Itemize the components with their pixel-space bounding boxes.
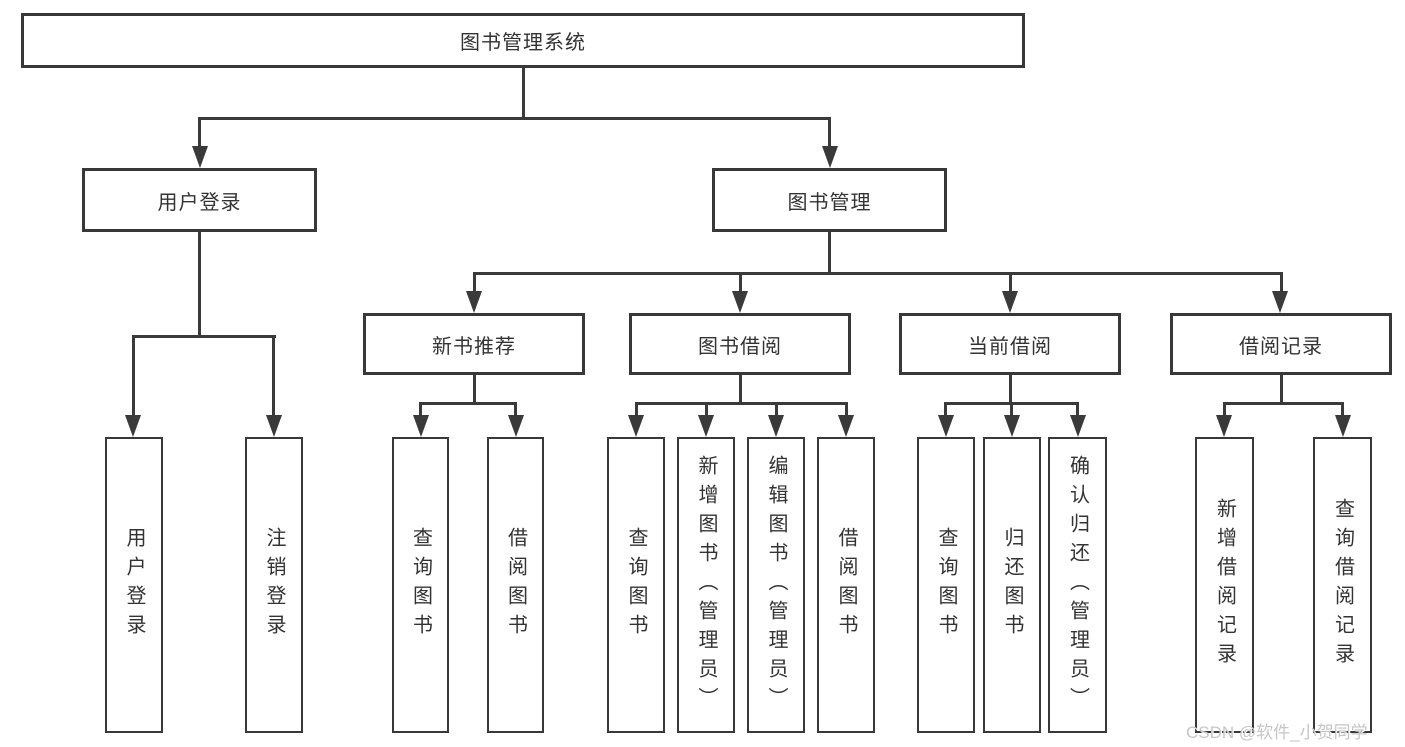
connector-line: [634, 402, 638, 417]
connector-line: [198, 117, 831, 120]
connector-line: [738, 375, 742, 404]
connector-line: [1279, 272, 1283, 293]
leaf-label: 新增图书（管理员）: [695, 454, 717, 716]
leaf-label: 查询图书: [625, 527, 647, 643]
arrowhead-down-icon: [698, 415, 714, 437]
node-label: 图书管理: [787, 191, 872, 214]
node-user-login: 用户登录: [82, 168, 317, 232]
leaf-label: 查询图书: [935, 527, 957, 643]
leaf-user-login: 用户登录: [105, 437, 163, 733]
arrowhead-down-icon: [1002, 291, 1018, 313]
connector-line: [774, 402, 778, 417]
leaf-label: 查询图书: [409, 527, 432, 643]
arrowhead-down-icon: [125, 415, 141, 437]
leaf-add-borrow-record: 新增借阅记录: [1195, 437, 1254, 733]
arrowhead-down-icon: [628, 415, 644, 437]
connector-line: [521, 68, 525, 119]
arrowhead-down-icon: [507, 415, 524, 437]
connector-line: [472, 272, 1283, 275]
connector-line: [828, 232, 831, 275]
leaf-label: 查询借阅记录: [1331, 498, 1354, 672]
arrowhead-down-icon: [1272, 291, 1288, 313]
leaf-logout: 注销登录: [245, 437, 303, 733]
connector-line: [634, 402, 848, 405]
connector-line: [1222, 402, 1226, 417]
leaf-edit-books-admin: 编辑图书（管理员）: [747, 437, 805, 733]
leaf-label: 用户登录: [123, 527, 145, 643]
connector-line: [1010, 402, 1013, 417]
arrowhead-down-icon: [937, 415, 954, 437]
connector-line: [198, 232, 201, 338]
connector-line: [1008, 375, 1012, 404]
connector-line: [1076, 402, 1079, 417]
leaf-label: 注销登录: [263, 527, 285, 643]
leaf-confirm-return-admin: 确认归还（管理员）: [1048, 437, 1107, 733]
arrowhead-down-icon: [768, 415, 784, 437]
connector-line: [514, 402, 517, 417]
connector-line: [1008, 272, 1012, 293]
leaf-return-books: 归还图书: [983, 437, 1041, 733]
arrowhead-down-icon: [265, 415, 282, 437]
connector-line: [472, 272, 476, 293]
leaf-query-books-2: 查询图书: [607, 437, 665, 733]
leaf-query-books-3: 查询图书: [917, 437, 975, 733]
arrowhead-down-icon: [838, 415, 854, 437]
connector-line: [131, 335, 135, 417]
leaf-add-books-admin: 新增图书（管理员）: [677, 437, 735, 733]
node-new-book-recommend: 新书推荐: [363, 313, 585, 375]
arrowhead-down-icon: [1334, 415, 1351, 437]
leaf-label: 借阅图书: [504, 527, 527, 643]
connector-line: [272, 335, 275, 417]
node-book-management: 图书管理: [712, 168, 947, 232]
node-root-label: 图书管理系统: [460, 32, 586, 54]
node-label: 新书推荐: [432, 335, 516, 358]
leaf-label: 新增借阅记录: [1213, 498, 1236, 672]
leaf-label: 确认归还（管理员）: [1066, 454, 1089, 716]
leaf-query-books-1: 查询图书: [392, 437, 449, 733]
connector-line: [704, 402, 708, 417]
node-current-borrowing: 当前借阅: [899, 313, 1121, 375]
node-label: 用户登录: [157, 191, 242, 214]
connector-line: [419, 402, 517, 405]
arrowhead-down-icon: [821, 146, 838, 168]
arrowhead-down-icon: [1003, 415, 1020, 437]
connector-line: [419, 402, 422, 417]
leaf-label: 借阅图书: [835, 527, 857, 643]
connector-line: [944, 402, 947, 417]
connector-line: [1222, 402, 1344, 405]
leaf-label: 编辑图书（管理员）: [765, 454, 787, 716]
arrowhead-down-icon: [191, 146, 208, 168]
node-label: 当前借阅: [968, 335, 1052, 358]
connector-line: [198, 117, 201, 148]
leaf-borrow-books-2: 借阅图书: [817, 437, 875, 733]
connector-line: [1341, 402, 1344, 417]
arrowhead-down-icon: [732, 291, 748, 313]
leaf-borrow-books-1: 借阅图书: [487, 437, 544, 733]
arrowhead-down-icon: [466, 291, 482, 313]
arrowhead-down-icon: [1216, 415, 1232, 437]
node-label: 图书借阅: [698, 335, 782, 358]
node-label: 借阅记录: [1239, 335, 1323, 358]
leaf-label: 归还图书: [1001, 527, 1023, 643]
node-book-borrowing: 图书借阅: [629, 313, 851, 375]
connector-line: [472, 375, 476, 404]
connector-line: [1279, 375, 1283, 404]
arrowhead-down-icon: [412, 415, 429, 437]
connector-line: [131, 335, 276, 338]
leaf-query-borrow-record: 查询借阅记录: [1313, 437, 1372, 733]
connector-line: [828, 117, 831, 148]
watermark-text: CSDN @软件_小贺同学: [1186, 723, 1368, 742]
node-root: 图书管理系统: [21, 13, 1025, 68]
connector-line: [844, 402, 848, 417]
arrowhead-down-icon: [1069, 415, 1086, 437]
connector-line: [738, 272, 742, 293]
node-borrowing-records: 借阅记录: [1170, 313, 1392, 375]
